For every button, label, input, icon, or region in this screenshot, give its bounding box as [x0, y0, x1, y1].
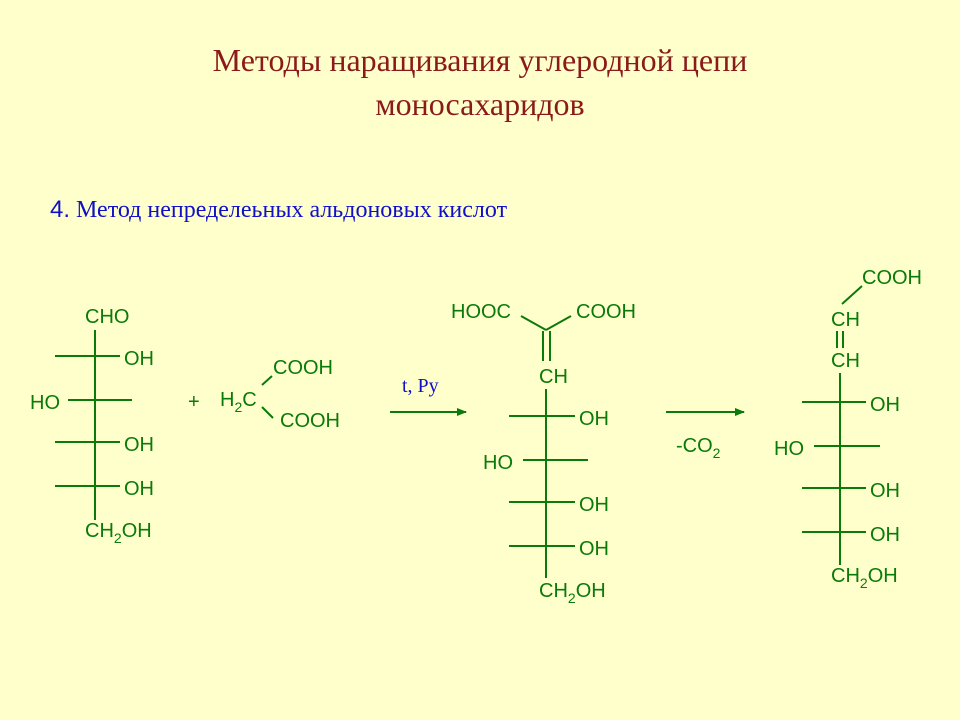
decarboxylation-label: -CO2 [676, 435, 721, 461]
carboxyl-label: COOH [280, 410, 340, 432]
slide-title: Методы наращивания углеродной цепи монос… [0, 38, 960, 126]
hydroxyl-label: OH [124, 478, 154, 500]
hydroxyl-label: OH [870, 394, 900, 416]
method-number: 4. [50, 196, 71, 223]
methine-label: CH [831, 350, 860, 372]
slide-title-line-2: моносахаридов [375, 86, 585, 122]
hydroxyl-label: OH [579, 538, 609, 560]
hydroxyl-label: OH [124, 348, 154, 370]
carboxyl-bond-bottom [261, 406, 274, 419]
final-product: COOH CH CH OH HO OH OH CH2OH [774, 267, 922, 591]
hydroxyl-label: OH [870, 480, 900, 502]
carboxyl-label: COOH [273, 357, 333, 379]
slide-title-line-1: Методы наращивания углеродной цепи [212, 42, 748, 78]
reaction-conditions: t, Py [402, 375, 439, 397]
ch2-label: H2C [220, 389, 257, 415]
ch2oh-label: CH2OH [831, 565, 898, 591]
methine-label: CH [831, 309, 860, 331]
ch2oh-label: CH2OH [539, 580, 606, 606]
aldehyde-label: CHO [85, 306, 129, 328]
hydroxyl-label: HO [774, 438, 804, 460]
hydroxyl-label: OH [870, 524, 900, 546]
hydroxyl-label: OH [579, 408, 609, 430]
carboxyl-bond-right [545, 315, 572, 331]
reactant-hexose: CHO OH HO OH OH CH2OH [30, 306, 154, 546]
carboxyl-label: COOH [576, 301, 636, 323]
hydroxyl-label: OH [579, 494, 609, 516]
carboxyl-bond-top [261, 375, 273, 386]
carboxyl-bond-left [520, 315, 547, 331]
ch2oh-label: CH2OH [85, 520, 152, 546]
hydroxyl-label: HO [30, 392, 60, 414]
hydroxyl-label: HO [483, 452, 513, 474]
carboxyl-bond [841, 285, 863, 305]
carboxyl-label: COOH [862, 267, 922, 289]
intermediate-product: HOOC COOH CH OH HO OH OH CH2OH [451, 301, 636, 606]
method-name: Метод непределеьных альдоновых кислот [76, 197, 508, 223]
malonic-acid: H2C COOH COOH [220, 357, 340, 432]
carboxyl-label: HOOC [451, 301, 511, 323]
hydroxyl-label: OH [124, 434, 154, 456]
method-heading: 4. Метод непределеьных альдоновых кислот [50, 196, 507, 224]
plus-sign: + [188, 391, 200, 413]
methine-label: CH [539, 366, 568, 388]
